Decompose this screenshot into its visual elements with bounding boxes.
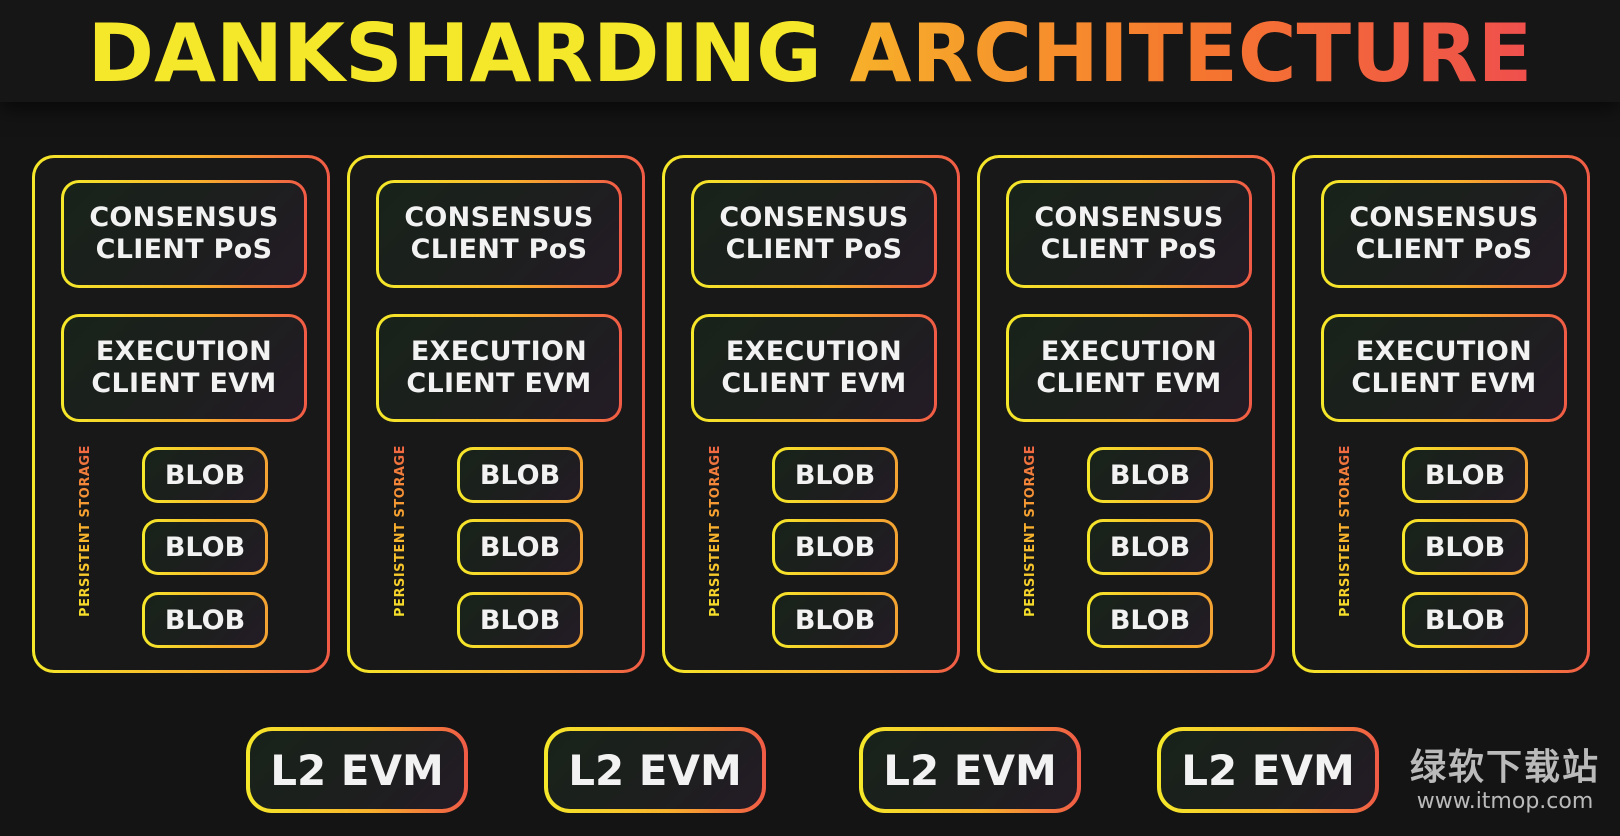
execution-label-line2: CLIENT EVM (721, 368, 907, 399)
consensus-label-line2: CLIENT PoS (725, 234, 903, 265)
consensus-label-line2: CLIENT PoS (410, 234, 588, 265)
diagram-title: DANKSHARDING ARCHITECTURE (0, 8, 1620, 100)
title-word-1: DANKSHARDING (87, 7, 822, 100)
consensus-label-line1: CONSENSUS (1034, 202, 1224, 233)
consensus-label-line1: CONSENSUS (89, 202, 279, 233)
persistent-storage-label: PERSISTENT STORAGE (1023, 433, 1041, 629)
persistent-storage-label: PERSISTENT STORAGE (708, 433, 726, 629)
blob-box: BLOB (457, 519, 583, 575)
consensus-label-line2: CLIENT PoS (95, 234, 273, 265)
execution-label-line2: CLIENT EVM (1351, 368, 1537, 399)
blob-box: BLOB (1087, 447, 1213, 503)
blob-box: BLOB (772, 519, 898, 575)
consensus-label-line2: CLIENT PoS (1355, 234, 1533, 265)
blob-box: BLOB (142, 592, 268, 648)
l2-evm-box-3: L2 EVM (859, 727, 1081, 813)
watermark-site-name: 绿软下载站 (1409, 747, 1600, 788)
execution-label-line1: EXECUTION (95, 336, 273, 367)
blob-box: BLOB (142, 447, 268, 503)
blob-box: BLOB (1402, 592, 1528, 648)
l2-evm-box-1: L2 EVM (246, 727, 468, 813)
blob-box: BLOB (772, 592, 898, 648)
execution-label-line1: EXECUTION (410, 336, 588, 367)
watermark: 绿软下载站 www.itmop.com (1400, 748, 1610, 816)
blob-box: BLOB (1402, 447, 1528, 503)
consensus-label-line2: CLIENT PoS (1040, 234, 1218, 265)
persistent-storage-label: PERSISTENT STORAGE (78, 433, 96, 629)
execution-label-line2: CLIENT EVM (91, 368, 277, 399)
consensus-label-line1: CONSENSUS (1349, 202, 1539, 233)
blob-box: BLOB (1402, 519, 1528, 575)
persistent-storage-label: PERSISTENT STORAGE (1338, 433, 1356, 629)
consensus-label-line1: CONSENSUS (404, 202, 594, 233)
l2-evm-box-4: L2 EVM (1157, 727, 1379, 813)
execution-label-line1: EXECUTION (1040, 336, 1218, 367)
consensus-label-line1: CONSENSUS (719, 202, 909, 233)
blob-box: BLOB (772, 447, 898, 503)
execution-label-line1: EXECUTION (725, 336, 903, 367)
l2-evm-box-2: L2 EVM (544, 727, 766, 813)
persistent-storage-label: PERSISTENT STORAGE (393, 433, 411, 629)
execution-label-line2: CLIENT EVM (1036, 368, 1222, 399)
blob-box: BLOB (457, 592, 583, 648)
title-word-2: ARCHITECTURE (849, 7, 1533, 100)
blob-box: BLOB (1087, 592, 1213, 648)
title-bar (0, 0, 1620, 102)
blob-box: BLOB (142, 519, 268, 575)
blob-box: BLOB (1087, 519, 1213, 575)
execution-label-line2: CLIENT EVM (406, 368, 592, 399)
blob-box: BLOB (457, 447, 583, 503)
execution-label-line1: EXECUTION (1355, 336, 1533, 367)
watermark-url: www.itmop.com (1416, 789, 1594, 814)
